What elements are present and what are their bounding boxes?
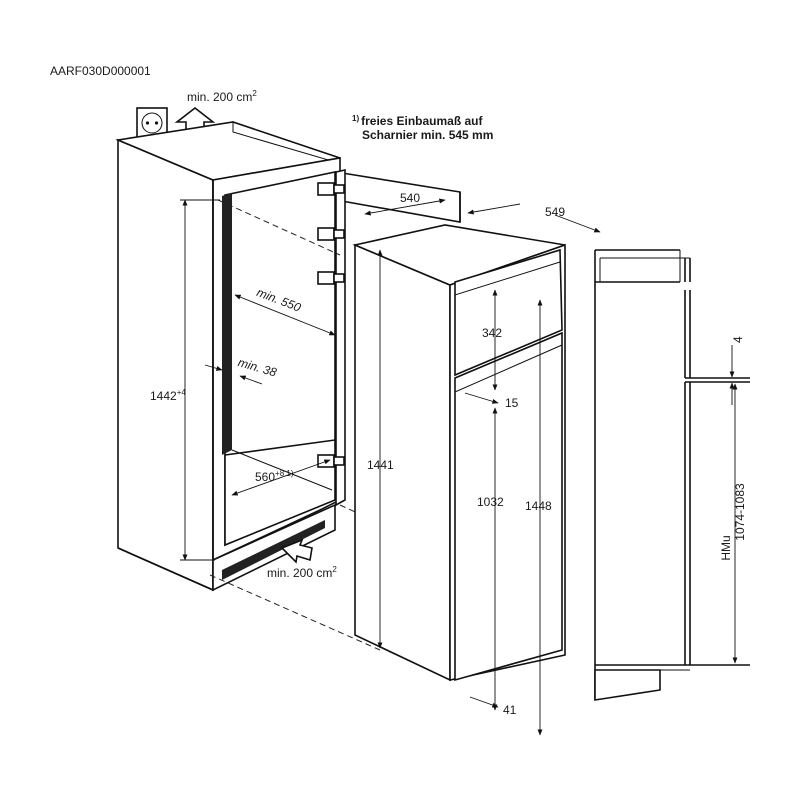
top-ventilation-label: min. 200 cm2 xyxy=(187,89,257,104)
hinge-note-line1: 1)freies Einbaumaß auf xyxy=(352,114,483,128)
appliance-side-height-dimension: 1441 xyxy=(367,458,394,472)
hmu-label: HMu xyxy=(719,535,733,560)
appliance-depth-dimension: 549 xyxy=(545,205,565,219)
power-socket-icon xyxy=(136,107,168,139)
kitchen-cabinet-niche xyxy=(115,121,461,592)
door-gap-dimension: 15 xyxy=(505,396,519,410)
hinge-icon xyxy=(317,182,345,468)
bottom-ventilation-label: min. 200 cm2 xyxy=(267,565,337,580)
freezer-door-height-dimension: 342 xyxy=(482,326,502,340)
niche-width-dimension: 560+8 1) xyxy=(255,469,294,484)
plinth-dimension: 41 xyxy=(503,703,517,717)
appliance-height-dimension: 1448 xyxy=(525,499,552,513)
hinge-note-line2: Scharnier min. 545 mm xyxy=(362,128,493,142)
niche-height-dimension: 1442+4 xyxy=(150,388,186,403)
hmu-range-dimension: 1074-1083 xyxy=(733,483,747,541)
niche-depth-dimension: 540 xyxy=(400,191,420,205)
document-code: AARF030D000001 xyxy=(50,64,151,78)
side-elevation-view xyxy=(594,249,750,701)
fridge-door-height-dimension: 1032 xyxy=(477,495,504,509)
refrigerator-appliance xyxy=(352,224,566,682)
ventilation-in-arrow-icon xyxy=(280,538,313,564)
top-gap-dimension: 4 xyxy=(731,336,745,343)
